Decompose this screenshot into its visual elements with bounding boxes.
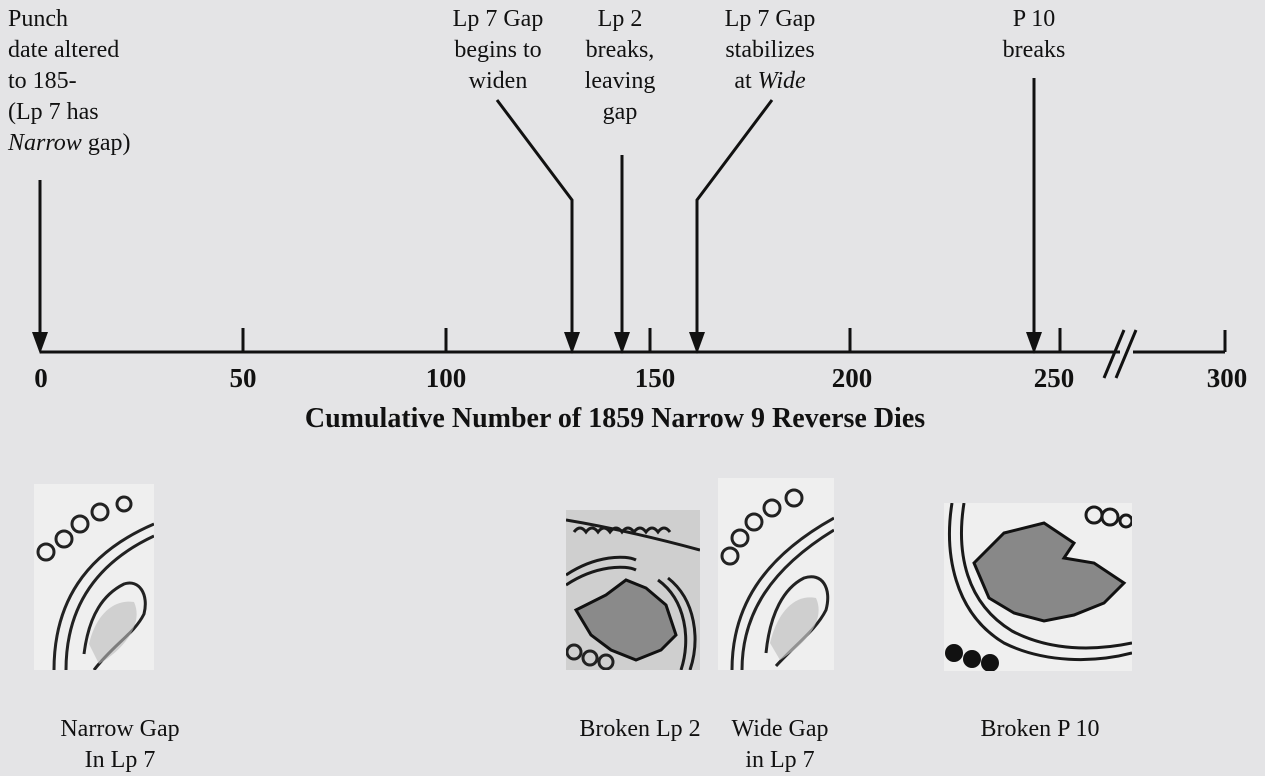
tick-label: 300 (1207, 363, 1248, 394)
arrow-lp7-widen (497, 100, 572, 340)
annotation-line: stabilizes (705, 35, 835, 66)
caption-line: Broken P 10 (955, 714, 1125, 745)
tick-label: 150 (635, 363, 676, 394)
annotation-line: Narrow gap) (8, 128, 130, 159)
caption-broken-lp2: Broken Lp 2 (560, 714, 720, 745)
annotation-line: at Wide (705, 66, 835, 97)
annotation-line: to 185- (8, 66, 130, 97)
annotation-lp7-stable: Lp 7 Gap stabilizes at Wide (705, 4, 835, 97)
annotation-line: P 10 (984, 4, 1084, 35)
annotation-punch: Punch date altered to 185- (Lp 7 has Nar… (8, 4, 130, 159)
narrow-gap-image (34, 484, 154, 670)
caption-line: Narrow Gap (35, 714, 205, 745)
caption-wide-gap: Wide Gap in Lp 7 (720, 714, 840, 776)
axis-break-mark (1104, 330, 1124, 378)
annotation-lp2-breaks: Lp 2 breaks, leaving gap (570, 4, 670, 128)
tick-label: 50 (230, 363, 257, 394)
annotation-line: (Lp 7 has (8, 97, 130, 128)
annotation-line: Lp 2 (570, 4, 670, 35)
annotation-line: Punch (8, 4, 130, 35)
annotation-lp7-widen: Lp 7 Gap begins to widen (438, 4, 558, 97)
axis-title: Cumulative Number of 1859 Narrow 9 Rever… (0, 403, 1230, 435)
tick-label: 250 (1034, 363, 1075, 394)
caption-line: Wide Gap (720, 714, 840, 745)
broken-p10-image (944, 503, 1132, 671)
caption-line: Broken Lp 2 (560, 714, 720, 745)
annotation-line: breaks (984, 35, 1084, 66)
tick-label: 0 (34, 363, 48, 394)
tick-label: 200 (832, 363, 873, 394)
arrow-lp7-stable (697, 100, 772, 340)
annotation-line: leaving (570, 66, 670, 97)
broken-lp2-image (566, 510, 700, 670)
annotation-line: begins to (438, 35, 558, 66)
annotation-line: Lp 7 Gap (705, 4, 835, 35)
caption-line: in Lp 7 (720, 745, 840, 776)
axis-break-mark (1116, 330, 1136, 378)
annotation-line: Lp 7 Gap (438, 4, 558, 35)
annotation-line: widen (438, 66, 558, 97)
annotation-line: date altered (8, 35, 130, 66)
caption-broken-p10: Broken P 10 (955, 714, 1125, 745)
annotation-line: breaks, (570, 35, 670, 66)
caption-line: In Lp 7 (35, 745, 205, 776)
tick-label: 100 (426, 363, 467, 394)
annotation-line: gap (570, 97, 670, 128)
wide-gap-image (718, 478, 834, 670)
annotation-p10-breaks: P 10 breaks (984, 4, 1084, 66)
caption-narrow-gap: Narrow Gap In Lp 7 (35, 714, 205, 776)
